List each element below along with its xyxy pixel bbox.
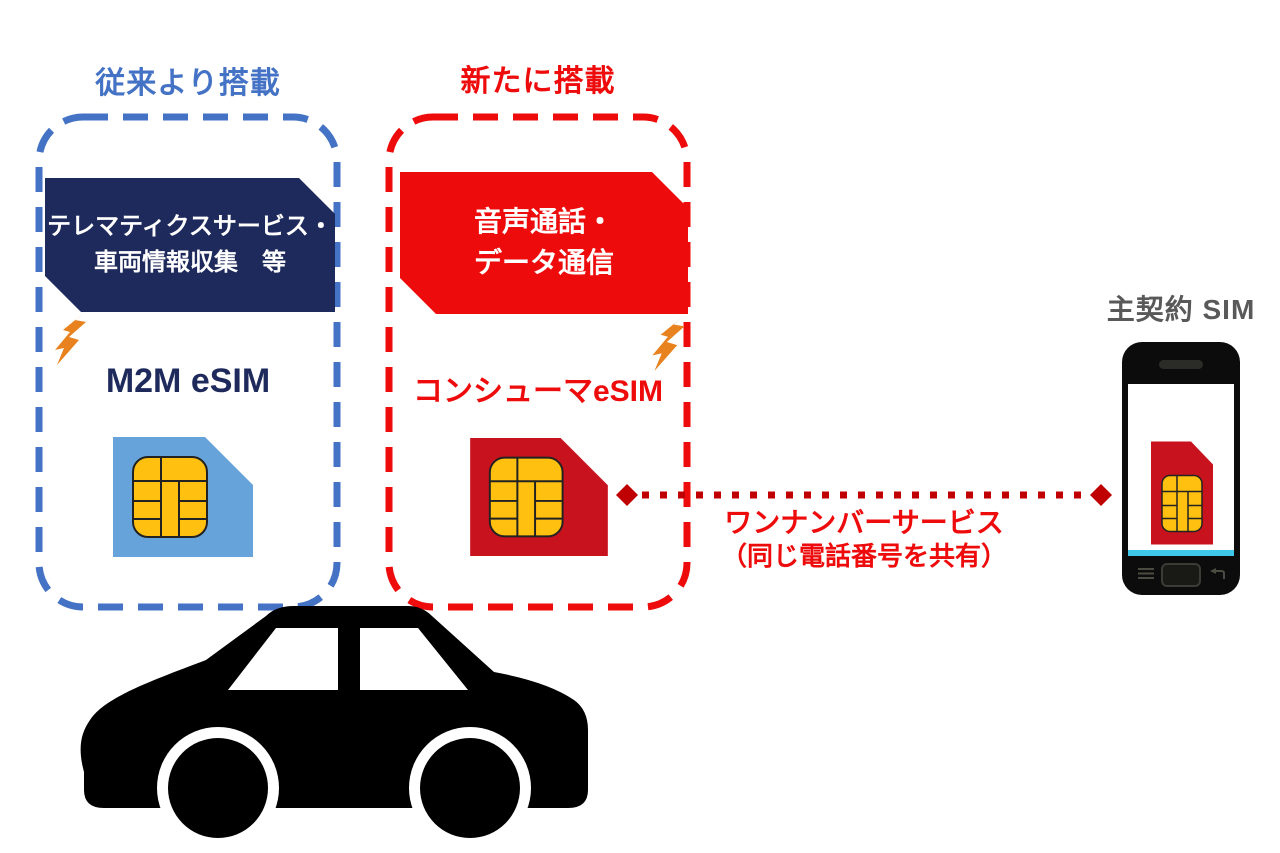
one-number-connector xyxy=(616,484,1112,506)
phone-screen xyxy=(1128,384,1234,556)
diamond-arrow-icon xyxy=(1090,484,1112,506)
new-title: 新たに搭載 xyxy=(460,65,616,98)
voice-data-banner-line2: データ通信 xyxy=(473,247,614,278)
phone-sim-card-icon xyxy=(1151,441,1213,545)
main-sim-label: 主契約 SIM xyxy=(1106,294,1256,325)
diamond-arrow-icon xyxy=(616,484,638,506)
phone-speaker xyxy=(1159,360,1203,369)
one-number-share-text: （同じ電話番号を共有） xyxy=(720,541,1007,571)
voice-data-banner-line1: 音声通話・ xyxy=(473,206,614,238)
consumer-esim-label: コンシューマeSIM xyxy=(412,375,664,408)
consumer-sim-card-icon xyxy=(470,438,608,556)
smartphone-icon xyxy=(1122,342,1240,595)
lightning-icon xyxy=(652,316,685,371)
car-rear-wheel xyxy=(420,738,520,838)
phone-home-button xyxy=(1161,563,1201,587)
telematics-banner-line1: テレマティクスサービス・ xyxy=(47,213,333,240)
m2m-sim-card-icon xyxy=(113,437,253,557)
phone-menu-icon xyxy=(1138,568,1154,579)
lightning-icon xyxy=(55,312,86,365)
one-number-service-text: ワンナンバーサービス xyxy=(724,507,1004,538)
voice-data-banner: 音声通話・ データ通信 xyxy=(400,172,688,314)
car-rear-window xyxy=(360,628,468,690)
sim-chip-icon xyxy=(1161,474,1203,533)
telematics-banner: テレマティクスサービス・ 車両情報収集 等 xyxy=(45,178,335,312)
m2m-esim-label: M2M eSIM xyxy=(105,362,271,400)
sim-chip-icon xyxy=(488,456,564,538)
conventional-title: 従来より搭載 xyxy=(95,67,281,100)
car-icon xyxy=(80,606,588,846)
phone-back-icon xyxy=(1210,568,1225,579)
sim-chip-icon xyxy=(132,456,208,538)
telematics-banner-line2: 車両情報収集 等 xyxy=(94,249,286,276)
car-front-window xyxy=(228,628,338,690)
one-number-label: ワンナンバーサービス （同じ電話番号を共有） xyxy=(614,506,1114,572)
phone-screen-accent-bar xyxy=(1128,550,1234,556)
car-front-wheel xyxy=(168,738,268,838)
